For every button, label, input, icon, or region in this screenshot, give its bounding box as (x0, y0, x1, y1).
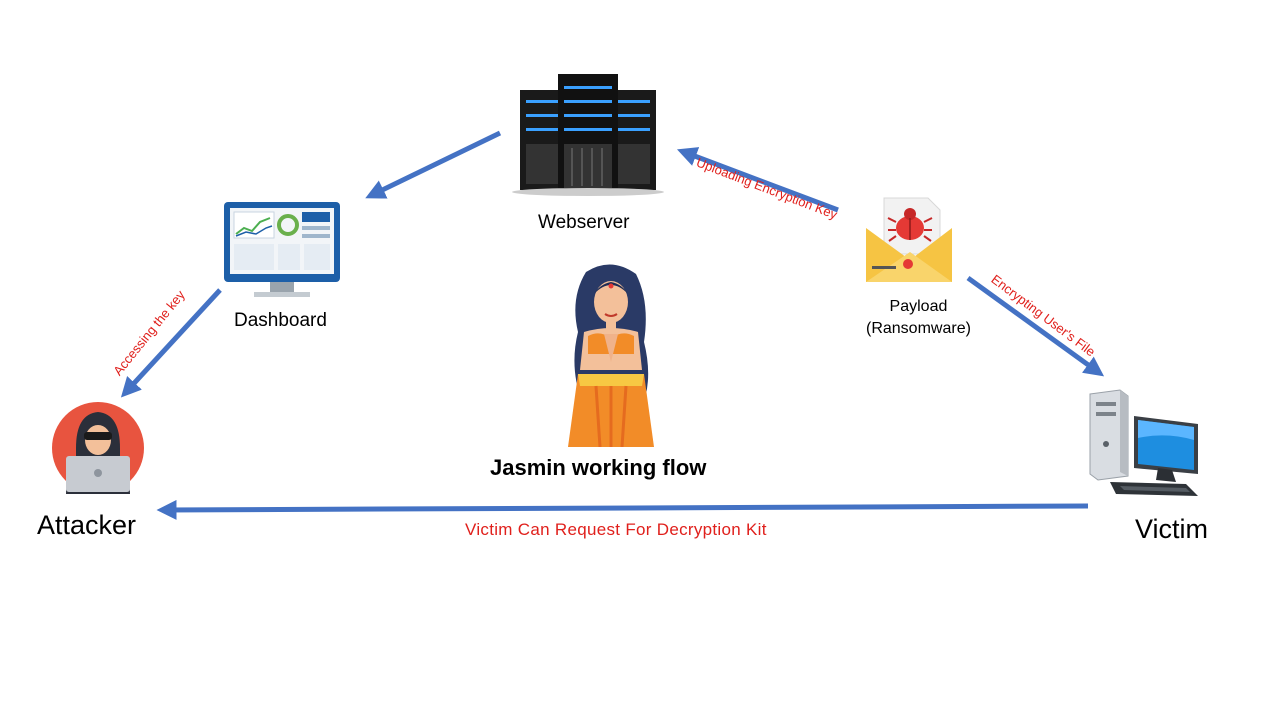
dashboard-monitor-icon (224, 202, 340, 297)
arrow-victim-to-attacker (156, 499, 1089, 520)
victim-label: Victim (1135, 514, 1209, 544)
dashboard-label: Dashboard (234, 310, 327, 331)
diagram-title: Jasmin working flow (490, 455, 707, 480)
payload-label-line1: Payload (889, 298, 948, 315)
hacker-avatar-icon (52, 402, 144, 494)
arrow-payload-to-webserver (676, 147, 839, 213)
payload-label: Payload (Ransomware) (866, 296, 971, 340)
webserver-label: Webserver (538, 212, 630, 233)
attacker-label: Attacker (37, 510, 137, 540)
payload-label-line2: (Ransomware) (866, 320, 971, 337)
server-rack-icon (512, 74, 664, 196)
desktop-computer-icon (1089, 389, 1198, 496)
arrow-webserver-to-dashboard (365, 130, 502, 199)
mascot-figure-icon (568, 264, 654, 447)
edge-label-request: Victim Can Request For Decryption Kit (465, 520, 767, 539)
arrow-dashboard-to-attacker (120, 288, 222, 398)
payload-envelope-bug-icon (866, 197, 952, 282)
arrow-payload-to-victim (966, 275, 1105, 377)
